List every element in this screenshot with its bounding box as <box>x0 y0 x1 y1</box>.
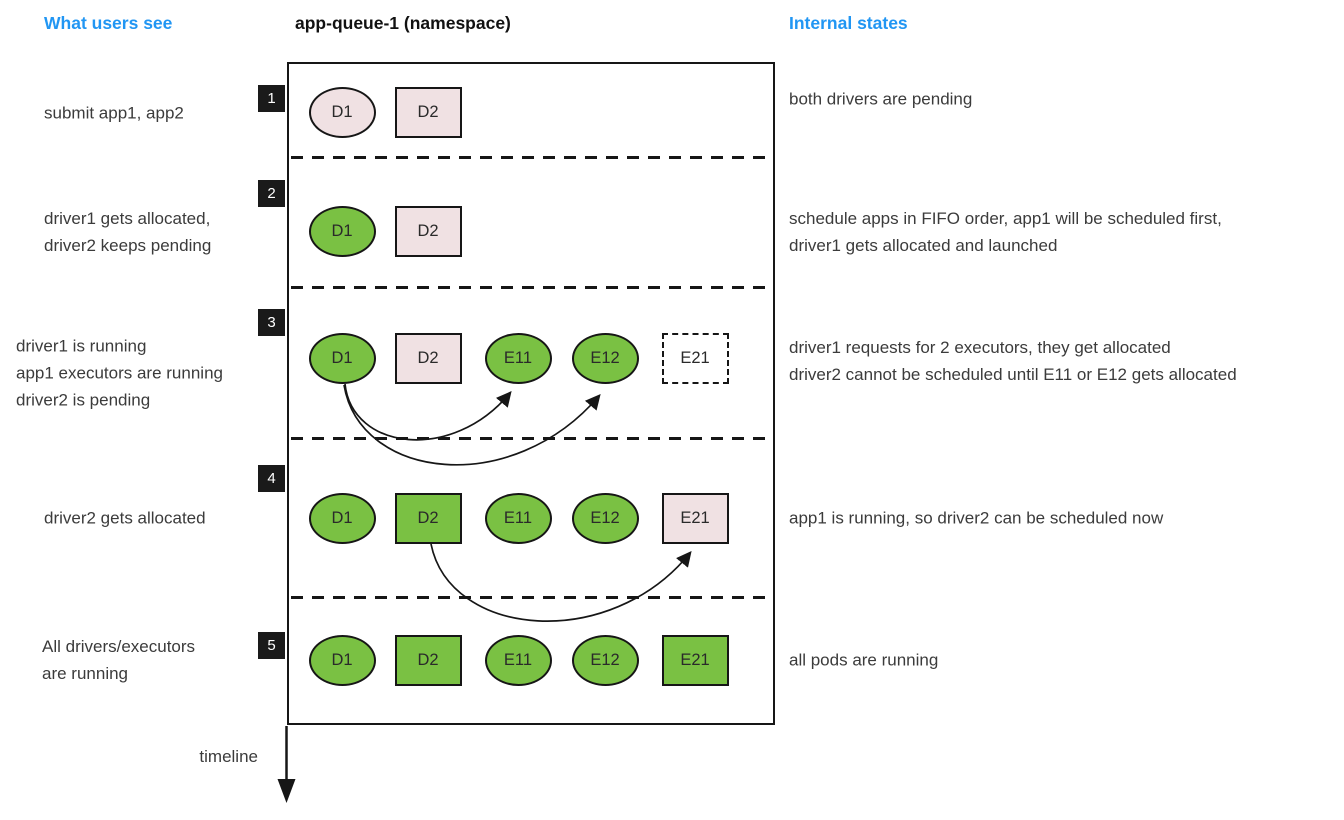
internal-label-row2: schedule apps in FIFO order, app1 will b… <box>789 209 1222 255</box>
step-badge-1: 1 <box>258 84 285 112</box>
step-badge-5: 5 <box>258 631 285 659</box>
row-separator-2 <box>291 285 771 289</box>
step-badge-3: 3 <box>258 308 285 336</box>
pod-e11-row3: E11 <box>484 332 552 384</box>
row-separator-4 <box>291 595 771 599</box>
user-label-row4: driver2 gets allocated <box>44 508 206 528</box>
step-badge-4: 4 <box>258 464 285 492</box>
pod-d2-row5: D2 <box>394 634 462 686</box>
internal-label-row4: app1 is running, so driver2 can be sched… <box>789 508 1164 528</box>
row-separator-3 <box>291 436 771 440</box>
column-header-internal: Internal states <box>789 13 908 33</box>
step-badge-2: 2 <box>258 179 285 207</box>
user-label-row2: driver1 gets allocated,driver2 keeps pen… <box>44 209 212 255</box>
pod-e12-row4: E12 <box>571 492 639 544</box>
pod-e21-row3: E21 <box>661 332 729 384</box>
timeline-axis <box>277 726 296 803</box>
timeline-label: timeline <box>199 747 258 766</box>
pod-d2-row3: D2 <box>394 332 462 384</box>
pod-e12-row3: E12 <box>571 332 639 384</box>
pod-e11-row4: E11 <box>484 492 552 544</box>
pod-d1-row3: D1 <box>308 332 376 384</box>
internal-label-row1: both drivers are pending <box>789 89 973 109</box>
column-header-users: What users see <box>44 13 173 33</box>
queue-title: app-queue-1 (namespace) <box>295 13 511 33</box>
pod-e21-row4: E21 <box>661 492 729 544</box>
pod-e11-row5: E11 <box>484 634 552 686</box>
pod-d1-row4: D1 <box>308 492 376 544</box>
user-label-row1: submit app1, app2 <box>44 103 184 123</box>
pod-d1-row5: D1 <box>308 634 376 686</box>
pod-e21-row5: E21 <box>661 634 729 686</box>
pod-d2-row2: D2 <box>394 205 462 257</box>
pod-d1-row1: D1 <box>308 86 376 138</box>
pod-d1-row2: D1 <box>308 205 376 257</box>
internal-label-row3: driver1 requests for 2 executors, they g… <box>789 338 1237 384</box>
pod-d2-row4: D2 <box>394 492 462 544</box>
pod-d2-row1: D2 <box>394 86 462 138</box>
timeline-arrowhead <box>277 779 296 803</box>
internal-label-row5: all pods are running <box>789 650 939 670</box>
queue-box <box>287 62 775 725</box>
row-separator-1 <box>291 155 771 159</box>
pod-e12-row5: E12 <box>571 634 639 686</box>
